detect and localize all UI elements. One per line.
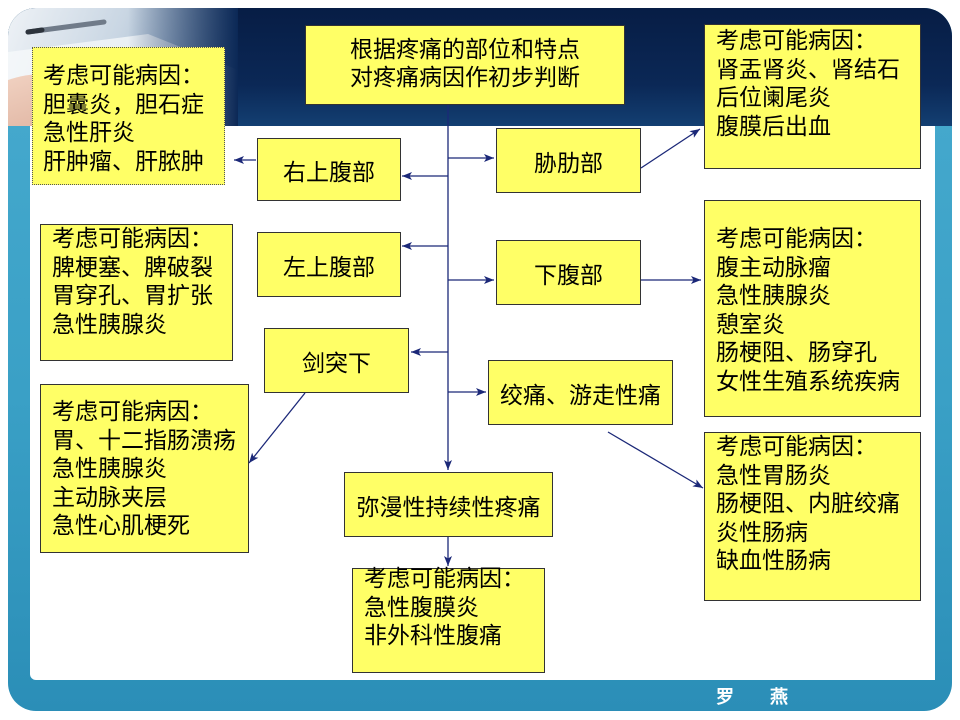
cause-item: 急性胃肠炎 <box>716 462 831 489</box>
cause-heading: 考虑可能病因： <box>716 28 877 54</box>
root-node-box: 根据疼痛的部位和特点 对疼痛病因作初步判断 <box>305 25 625 105</box>
cause-item: 肝肿瘤、肝脓肿 <box>43 148 204 175</box>
photo-pen-tip <box>25 27 45 35</box>
location-box-right-upper: 右上腹部 <box>257 138 401 201</box>
cause-item: 肠梗阻、肠穿孔 <box>716 340 877 366</box>
cause-box-diffuse: 考虑可能病因： 急性腹膜炎 非外科性腹痛 <box>352 566 545 673</box>
cause-item: 急性腹膜炎 <box>364 594 479 621</box>
cause-item: 肾盂肾炎、肾结石 <box>716 56 900 83</box>
location-label: 弥漫性持续性疼痛 <box>356 494 541 521</box>
root-node-line: 根据疼痛的部位和特点 <box>350 37 580 63</box>
cause-box-xiphoid: 考虑可能病因： 胃、十二指肠溃疡 急性胰腺炎 主动脉夹层 急性心肌梗死 <box>40 384 249 553</box>
cause-item: 急性肝炎 <box>43 120 135 146</box>
cause-box-left-upper: 考虑可能病因： 脾梗塞、脾破裂 胃穿孔、胃扩张 急性胰腺炎 <box>40 224 233 361</box>
cause-box-right-upper: 考虑可能病因： 胆囊炎，胆石症 急性肝炎 肝肿瘤、肝脓肿 <box>32 47 225 185</box>
cause-heading: 考虑可能病因： <box>364 566 525 592</box>
cause-box-lower: 考虑可能病因： 腹主动脉瘤 急性胰腺炎 憩室炎 肠梗阻、肠穿孔 女性生殖系统疾病 <box>704 200 921 417</box>
cause-heading: 考虑可能病因： <box>52 226 213 252</box>
location-label: 剑突下 <box>302 350 371 377</box>
location-box-lower: 下腹部 <box>496 240 641 305</box>
cause-item: 腹膜后出血 <box>716 113 831 140</box>
cause-heading: 考虑可能病因： <box>52 399 213 425</box>
location-label: 绞痛、游走性痛 <box>500 382 661 409</box>
cause-item: 炎性肠病 <box>716 519 808 546</box>
cause-item: 急性胰腺炎 <box>52 311 167 338</box>
location-box-left-upper: 左上腹部 <box>257 232 401 297</box>
cause-box-flank: 考虑可能病因： 肾盂肾炎、肾结石 后位阑尾炎 腹膜后出血 <box>704 24 921 169</box>
cause-item: 主动脉夹层 <box>52 484 167 511</box>
location-label: 下腹部 <box>534 262 603 289</box>
location-box-diffuse: 弥漫性持续性疼痛 <box>344 472 553 537</box>
cause-item: 急性胰腺炎 <box>716 283 831 309</box>
location-box-flank: 胁肋部 <box>496 128 641 193</box>
location-label: 右上腹部 <box>283 159 375 186</box>
cause-heading: 考虑可能病因： <box>43 63 204 89</box>
location-label: 左上腹部 <box>283 254 375 281</box>
cause-item: 非外科性腹痛 <box>364 623 502 649</box>
cause-item: 女性生殖系统疾病 <box>716 368 900 395</box>
cause-box-colic: 考虑可能病因： 急性胃肠炎 肠梗阻、内脏绞痛 炎性肠病 缺血性肠病 <box>704 432 921 601</box>
cause-item: 急性胰腺炎 <box>52 456 167 482</box>
location-label: 胁肋部 <box>534 150 603 177</box>
cause-item: 脾梗塞、脾破裂 <box>52 254 213 281</box>
cause-item: 胃、十二指肠溃疡 <box>52 427 236 454</box>
location-box-colic: 绞痛、游走性痛 <box>488 360 673 425</box>
cause-item: 腹主动脉瘤 <box>716 254 831 281</box>
cause-item: 憩室炎 <box>716 311 785 338</box>
cause-item: 缺血性肠病 <box>716 548 831 574</box>
cause-heading: 考虑可能病因： <box>716 226 877 252</box>
cause-item: 肠梗阻、内脏绞痛 <box>716 491 900 517</box>
author-name: 罗 燕 <box>716 687 797 708</box>
cause-heading: 考虑可能病因： <box>716 434 877 460</box>
cause-item: 急性心肌梗死 <box>52 513 190 539</box>
cause-item: 胃穿孔、胃扩张 <box>52 283 213 309</box>
location-box-xiphoid: 剑突下 <box>264 328 409 393</box>
root-node-line: 对疼痛病因作初步判断 <box>350 65 580 91</box>
cause-item: 胆囊炎，胆石症 <box>43 91 204 118</box>
cause-item: 后位阑尾炎 <box>716 85 831 111</box>
